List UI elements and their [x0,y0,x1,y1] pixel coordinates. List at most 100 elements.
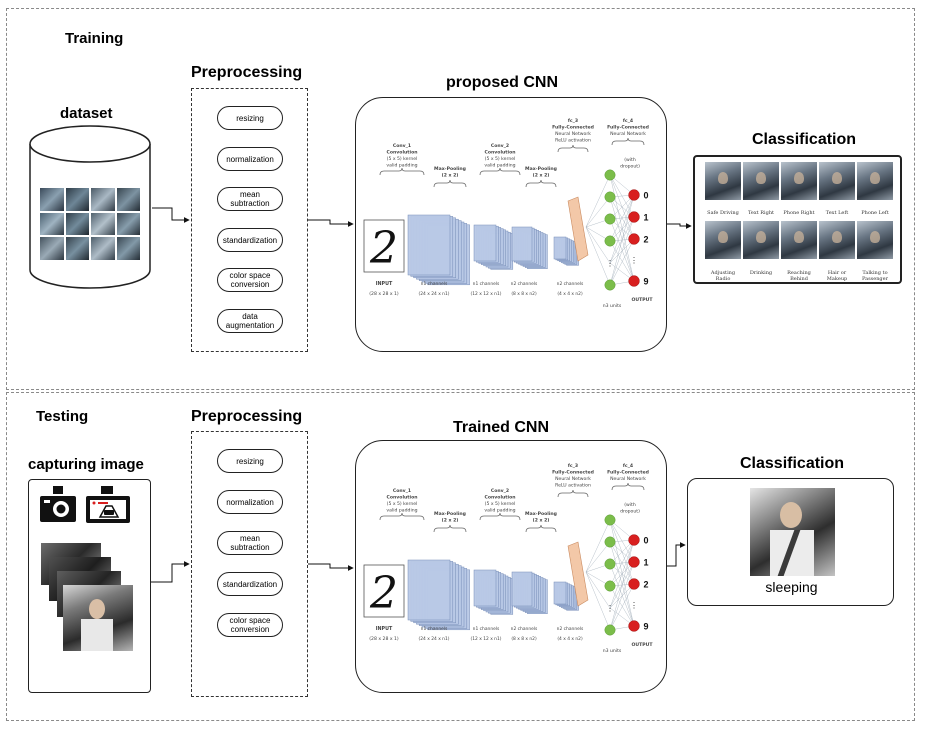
pool2-feature-map [553,581,567,605]
fc3-label: ReLU activation [555,138,591,144]
layer-dims: (4 x 4 x n2) [557,291,583,297]
connection-line [609,196,635,282]
class-caption: Phone Left [861,210,889,216]
class-thumb [781,221,817,259]
dataset-thumb [91,212,115,236]
connection-line [585,571,611,631]
fc3-label: ReLU activation [555,483,591,489]
pool1-label: (2 x 2) [442,518,459,524]
prep-step-resizing: resizing [217,106,283,130]
prep-step-data-augmentation: data augmentation [217,309,283,333]
connection-line [609,218,635,282]
conv1-brace [379,512,425,521]
dataset-thumb [65,212,89,236]
connection-line [609,561,635,631]
connection-line [609,539,635,609]
fc4-label: Neural Network [610,476,646,482]
fc3-label: fc_3 [568,118,578,124]
connection-line [585,541,611,573]
fc4-label: fc_4 [623,118,633,124]
connection-line [609,194,635,220]
output-digit: 2 [643,580,648,590]
conv2-label: Convolution [485,495,516,501]
connection-line [609,194,635,242]
output-neuron [628,211,640,223]
conv1-label: (5 x 5) kernel [387,501,418,507]
flatten-layer [567,196,589,262]
dropout-label: (with [624,502,636,508]
prep-step-standardization: standardization [217,228,283,252]
fc4-label: Fully-Connected [607,470,649,476]
class-caption: Text Left [825,210,849,216]
fc3-label: Neural Network [555,131,591,137]
layer-dims: n2 channels [557,281,584,287]
output-label: OUTPUT [632,642,654,648]
output-label: OUTPUT [632,297,654,303]
driver-body [81,619,113,651]
driver-head [780,502,802,528]
input-digit: 2 [369,568,398,619]
conv1-label: Convolution [387,495,418,501]
dataset-thumb [40,237,64,260]
dataset-thumb [116,237,140,260]
training-preprocessing-title: Preprocessing [191,64,303,81]
testing-preprocessing-box: resizing normalization mean subtraction … [191,431,308,697]
layer-dims: (4 x 4 x n2) [557,636,583,642]
pool2-brace [525,524,557,533]
layer-dims: (12 x 12 x n1) [471,291,502,297]
fc3-brace [557,144,589,153]
capture-panel [28,479,151,693]
conv2-label: (5 x 5) kernel [485,501,516,507]
fc3-label: Neural Network [555,476,591,482]
fc3-label: fc_3 [568,463,578,469]
output-ellipsis: ⋮ [630,256,638,265]
connection-line [609,240,635,282]
input-dims: (28 x 28 x 1) [369,636,399,642]
connection-line [585,571,611,609]
conv2-label: Conv_2 [491,143,509,149]
dashcam-screen-icon [86,486,130,523]
testing-preprocessing-title: Preprocessing [191,408,303,425]
prep-step-standardization: standardization [217,572,283,596]
input-dims: (28 x 28 x 1) [369,291,399,297]
dataset-thumb [116,212,140,236]
layer-dims: n2 channels [511,281,538,287]
pool1-feature-map [473,224,497,262]
arrow-cnn-to-classification [667,223,692,229]
class-thumb [857,221,893,259]
pool1-label: Max-Pooling [434,511,466,517]
output-digit: 1 [643,558,648,568]
class-thumb [705,221,741,259]
input-image [363,219,405,273]
connection-line [609,238,635,286]
conv1-label: (5 x 5) kernel [387,156,418,162]
prep-step-color-space: color space conversion [217,268,283,292]
layer-dims: n2 channels [557,626,584,632]
class-caption: Text Right [747,210,775,216]
conv2-brace [479,167,521,176]
hidden-neuron [604,213,616,225]
output-ellipsis: ⋮ [630,601,638,610]
connection-line [609,539,635,587]
fc4-label: fc_4 [623,463,633,469]
pool2-label: (2 x 2) [533,518,550,524]
captured-frames [41,543,133,651]
class-caption: Phone Right [783,210,815,216]
capturing-image-label: capturing image [28,456,144,473]
units-label: n3 units [603,648,622,654]
proposed-cnn-title: proposed CNN [446,74,558,91]
fc4-label: Fully-Connected [607,125,649,131]
arrow-capture-to-preprocessing [151,561,190,583]
conv1-label: Convolution [387,150,418,156]
connection-line [585,196,611,228]
prep-step-color-space: color space conversion [217,613,283,637]
dataset-thumb [91,237,115,260]
class-caption: Drinking [749,270,773,276]
class-caption: Adjusting Radio [710,270,736,282]
prep-step-normalization: normalization [217,490,283,514]
result-image [750,488,835,576]
training-section [6,8,915,390]
training-title: Training [65,30,124,47]
